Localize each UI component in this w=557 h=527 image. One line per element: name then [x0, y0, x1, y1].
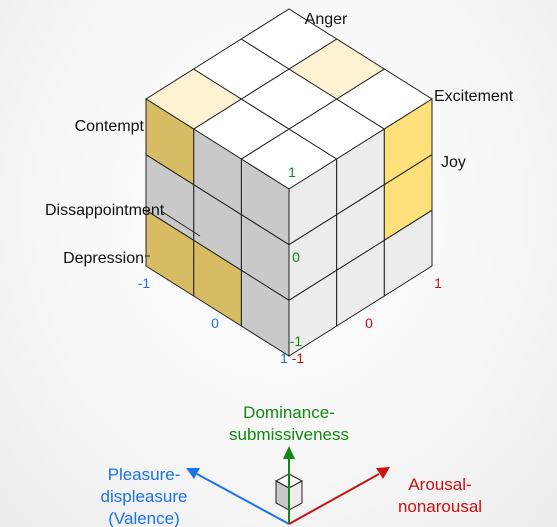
pleasure-axis-label-line2: displeasure	[101, 487, 188, 506]
axis-legend: Dominance- submissiveness Pleasure- disp…	[101, 403, 483, 527]
valence-tick-neg1: -1	[138, 275, 151, 291]
pleasure-axis-label-line3: (Valence)	[108, 509, 180, 527]
cube-right-cell	[383, 209, 433, 297]
arousal-axis-label-line2: nonarousal	[398, 497, 482, 516]
pleasure-arrowhead	[186, 468, 200, 479]
pleasure-axis-label-line1: Pleasure-	[108, 465, 181, 484]
dominance-tick-1: 1	[288, 164, 296, 180]
anger-label: Anger	[305, 11, 348, 28]
cube-top-cell	[240, 8, 338, 70]
valence-tick-0: 0	[211, 315, 219, 331]
disappointment-leader-line	[160, 210, 201, 237]
valence-tick-1: 1	[280, 350, 288, 366]
arousal-axis-label-line1: Arousal-	[408, 475, 471, 494]
dominance-axis-label-line1: Dominance-	[243, 403, 335, 422]
arousal-arrowhead	[376, 467, 390, 479]
arousal-axis-line	[288, 473, 380, 525]
dominance-tick-neg1: -1	[290, 333, 303, 349]
disappointment-label: Dissappointment	[45, 202, 165, 219]
contempt-label: Contempt	[75, 118, 145, 135]
arousal-tick-0: 0	[365, 315, 373, 331]
dominance-tick-0: 0	[292, 249, 300, 265]
dominance-axis-label-line2: submissiveness	[229, 425, 349, 444]
arousal-tick-neg1: -1	[292, 350, 305, 366]
arousal-tick-1: 1	[434, 275, 442, 291]
excitement-label: Excitement	[434, 88, 514, 105]
depression-label: Depression	[63, 250, 144, 267]
joy-label: Joy	[441, 154, 466, 171]
dominance-arrowhead	[283, 446, 295, 459]
cube-left-cell	[145, 209, 195, 297]
pleasure-axis-line	[196, 473, 290, 525]
pad-cube	[145, 8, 433, 357]
